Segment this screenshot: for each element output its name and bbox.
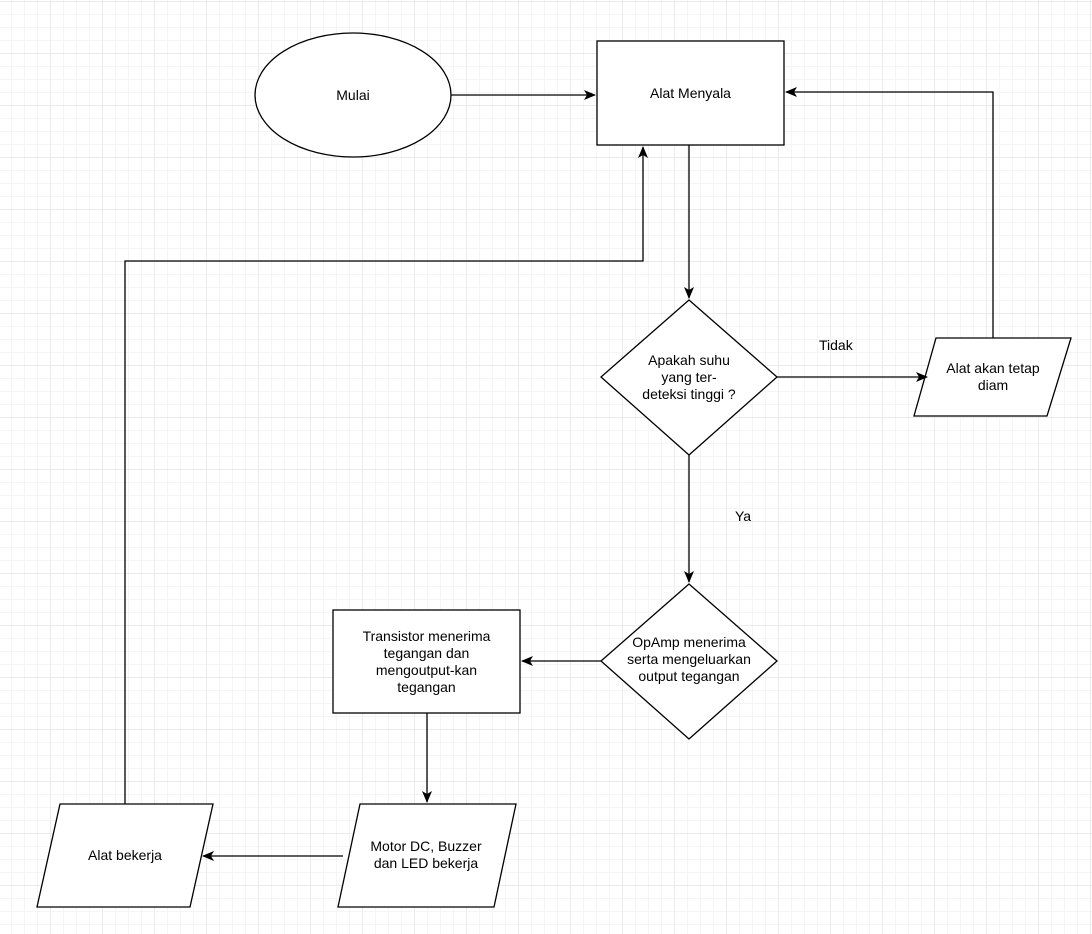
decision-opamp (600, 583, 778, 740)
transistor-label: Transistor menerima tegangan dan mengout… (362, 627, 491, 695)
mulai-label: Mulai (336, 86, 370, 103)
alat-menyala-label: Alat Menyala (650, 84, 731, 101)
io-alat-diam (913, 337, 1072, 417)
alat-diam-label: Alat akan tetap diam (946, 360, 1040, 393)
io-motor-buzzer-led (337, 803, 517, 908)
io-alat-bekerja (36, 803, 214, 908)
edge-alat-diam-to-alat-menyala (785, 87, 994, 338)
opamp-label: OpAmp menerima serta mengeluarkan output… (627, 633, 751, 684)
edge-alat-bekerja-to-alat-menyala (124, 146, 648, 804)
edge-label-tidak: Tidak (819, 337, 853, 353)
process-transistor (332, 609, 521, 714)
process-alat-menyala (596, 40, 785, 146)
edge-label-ya: Ya (735, 508, 752, 524)
motor-label: Motor DC, Buzzer dan LED bekerja (370, 838, 482, 871)
decision-suhu-label: Apakah suhu yang ter- deteksi tinggi ? (642, 351, 736, 402)
alat-bekerja-label: Alat bekerja (88, 846, 162, 863)
